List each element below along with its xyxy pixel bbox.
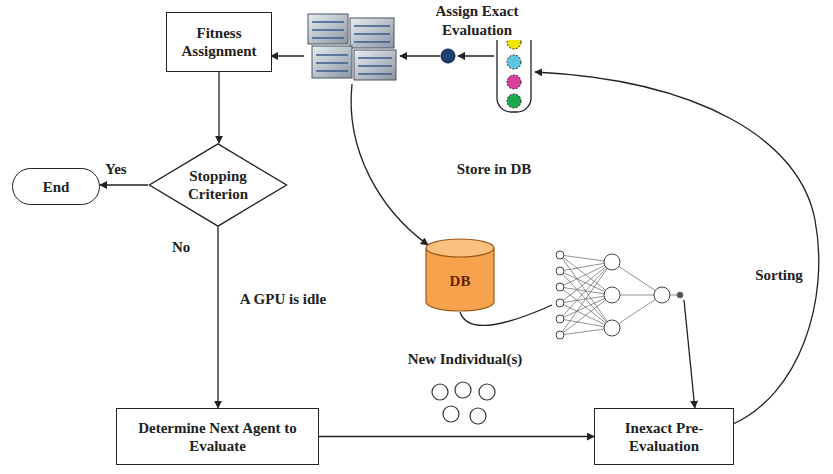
- edge-label: Yes: [103, 160, 129, 178]
- terminal-box: End: [12, 168, 100, 205]
- selected-individual: [441, 49, 455, 63]
- flow-connector: [100, 184, 148, 185]
- flow-connector: [319, 436, 594, 437]
- new-individuals: [432, 382, 495, 424]
- process-box: Fitness Assignment: [166, 12, 272, 72]
- flow-arrow: [400, 55, 440, 56]
- node-text: End: [43, 178, 70, 196]
- flow-label: Store in DB: [442, 160, 546, 179]
- process-box: Inexact Pre-Evaluation: [594, 408, 734, 465]
- flow-label: Assign Exact Evaluation: [405, 2, 549, 40]
- node-text: Fitness Assignment: [173, 24, 265, 60]
- diamond-outline: [148, 143, 288, 227]
- flow-arrow: [458, 55, 494, 56]
- node-text: Inexact Pre-Evaluation: [601, 419, 727, 455]
- flow-arrow: [535, 72, 819, 425]
- flow-label: A GPU is idle: [226, 290, 340, 309]
- flow-label: Sorting: [742, 266, 816, 285]
- node-text: DB: [450, 272, 471, 290]
- process-box: Determine Next Agent to Evaluate: [116, 408, 319, 465]
- server-icon: [308, 14, 396, 80]
- flow-connector: [217, 227, 218, 408]
- decision-diamond: Stopping Criterion: [148, 143, 288, 227]
- edge-label: No: [170, 238, 192, 256]
- flow-arrow: [351, 84, 428, 245]
- flow-arrow: [271, 55, 304, 56]
- database-cylinder: DB: [425, 238, 495, 312]
- node-text: Determine Next Agent to Evaluate: [123, 419, 312, 455]
- flow-connector: [218, 72, 219, 143]
- neural-network: [556, 251, 683, 339]
- flow-label: New Individual(s): [398, 350, 532, 369]
- node-text: Stopping Criterion: [170, 167, 266, 203]
